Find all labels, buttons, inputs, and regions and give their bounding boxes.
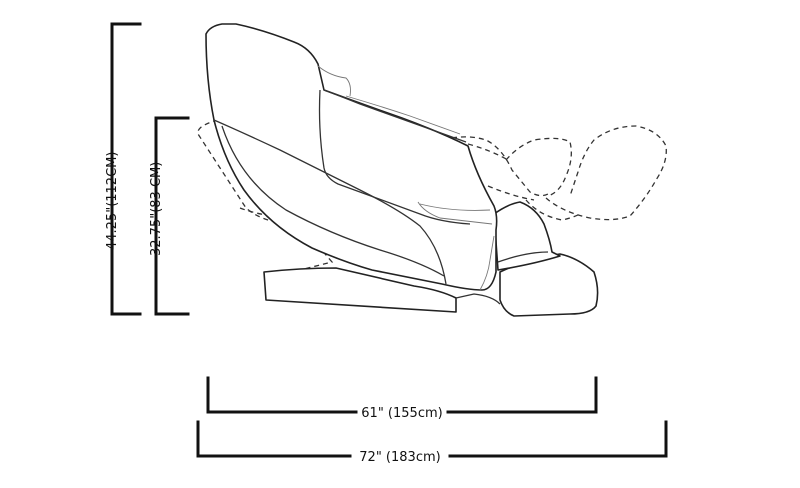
length-reclined-label: 72" (183cm)	[359, 450, 440, 465]
leg-rest-calf	[493, 201, 561, 271]
chair-shell	[205, 23, 498, 291]
upright-chair	[205, 23, 599, 317]
height-seat-bracket	[154, 116, 190, 316]
height-full-bracket	[110, 22, 142, 316]
length-reclined-bracket	[196, 420, 668, 458]
height-full-label: 44.25"(112CM)	[105, 152, 120, 250]
chair-base	[263, 267, 457, 313]
height-seat-label: 32.75"(83 CM)	[149, 162, 164, 256]
length-upright-bracket	[206, 376, 598, 414]
length-upright-label: 61" (155cm)	[361, 406, 442, 421]
